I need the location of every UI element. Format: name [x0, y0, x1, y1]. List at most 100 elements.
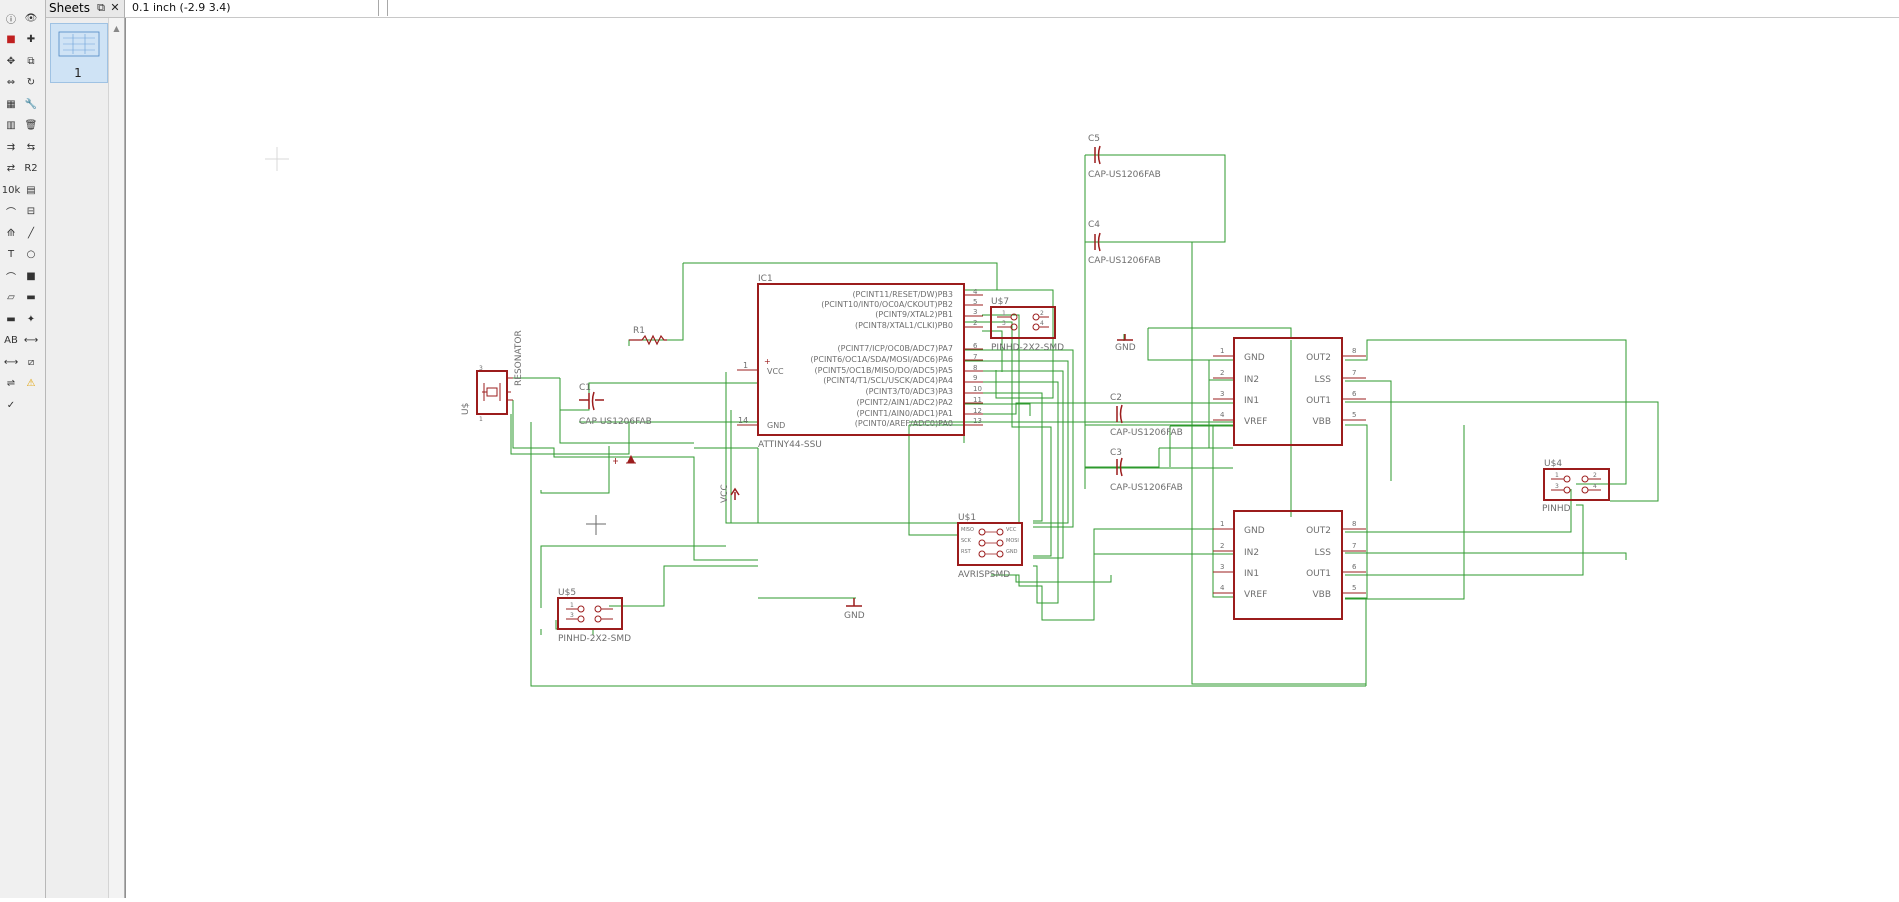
mark-icon[interactable]: ✚	[26, 34, 36, 45]
optimize-icon[interactable]: ⊟	[26, 206, 36, 217]
info-icon[interactable]: ⓘ	[6, 14, 16, 26]
ic1-pin-num: 10	[973, 385, 982, 393]
driver-pin-num: 8	[1352, 520, 1356, 528]
u1-name: U$1	[958, 513, 976, 523]
sheets-panel-header: Sheets ⧉ ✕	[46, 0, 124, 18]
u4-pin-3: 3	[1555, 483, 1559, 490]
copy-icon[interactable]: ⧉	[27, 55, 35, 67]
c3-part[interactable]: C3 CAP-US1206FAB	[1110, 448, 1183, 493]
u7-pin-2: 2	[1040, 310, 1044, 317]
ic1-pin-gnd: GND	[767, 421, 785, 430]
close-icon[interactable]: ✕	[110, 1, 120, 14]
c2-name: C2	[1110, 393, 1122, 403]
smash-icon[interactable]: ⟰	[6, 227, 16, 239]
label-icon[interactable]: AB	[4, 335, 18, 346]
net-icon[interactable]: ▬	[6, 313, 16, 325]
group-icon[interactable]: ▦	[6, 98, 16, 110]
rectangle-icon[interactable]: ■	[26, 270, 36, 282]
gnd-label-a: GND	[1115, 343, 1136, 353]
driver-pin-num: 6	[1352, 390, 1357, 398]
change-icon[interactable]: ▥	[6, 120, 16, 131]
driver-pin-name: LSS	[1315, 548, 1332, 558]
driver-pin-num: 2	[1220, 369, 1224, 377]
coordinate-bar: 0.1 inch (-2.9 3.4)	[125, 0, 1899, 18]
wrench-icon[interactable]: 🔧	[24, 98, 38, 110]
float-icon[interactable]: ⧉	[97, 1, 105, 14]
r1-part[interactable]: R1	[629, 326, 667, 346]
u5-part[interactable]: U$5 PINHD-2X2-SMD 1 3	[557, 588, 631, 644]
u4-part[interactable]: U$4 PINHD 1 3 2 4	[1542, 459, 1610, 514]
resonator-part[interactable]: U$ RESONATOR 3 1	[461, 330, 524, 423]
mirror-icon[interactable]: ⇔	[6, 77, 16, 88]
c2-value: CAP-US1206FAB	[1110, 428, 1183, 438]
attribute-icon[interactable]: ⟷	[23, 335, 39, 346]
split-icon[interactable]: ▤	[26, 184, 36, 196]
sheets-scrollbar[interactable]: ▲	[108, 18, 124, 898]
frame-icon[interactable]: ⧄	[27, 356, 35, 368]
u1-avrisp-part[interactable]: U$1 AVRISPSMD MISO SCK RST VCC MOSI GND	[957, 513, 1023, 580]
cursor-crosshair	[586, 515, 606, 535]
driver-pin-name: OUT2	[1306, 526, 1331, 536]
c5-part[interactable]: C5 CAP-US1206FAB	[1088, 134, 1161, 180]
driver-pin-num: 6	[1352, 563, 1357, 571]
driver-pin-num: 2	[1220, 542, 1224, 550]
gateswap-icon[interactable]: ⇌	[6, 378, 16, 389]
c1-part[interactable]: C1 CAP-US1206FAB	[579, 383, 652, 427]
sheets-panel: Sheets ⧉ ✕ 1 ▲	[46, 0, 125, 898]
layer-icon[interactable]: ■	[6, 34, 16, 45]
c2-part[interactable]: C2 CAP-US1206FAB	[1110, 393, 1183, 438]
ic1-pin-num: 13	[973, 417, 982, 425]
pinswap-icon[interactable]: ⇆	[26, 141, 36, 153]
rotate-icon[interactable]: ↻	[26, 77, 36, 88]
scroll-up-icon[interactable]: ▲	[113, 24, 120, 33]
driver-pin-name: VREF	[1244, 417, 1267, 427]
c4-value: CAP-US1206FAB	[1088, 256, 1161, 266]
u1-pin-gnd: GND	[1006, 549, 1018, 555]
u7-part[interactable]: U$7 PINHD-2X2-SMD 1 3 2 4	[990, 297, 1064, 353]
errors-icon[interactable]: ✓	[6, 399, 16, 411]
c4-part[interactable]: C4 CAP-US1206FAB	[1088, 220, 1161, 266]
ic1-pin-name: (PCINT10/INT0/OC0A/CKOUT)PB2	[821, 300, 953, 309]
miter-icon[interactable]: ⌒	[6, 208, 16, 219]
c5-name: C5	[1088, 134, 1100, 144]
ic1-pin-name: (PCINT4/T1/SCL/USCK/ADC4)PA4	[823, 376, 953, 385]
ic1-pin-num: 6	[973, 342, 978, 350]
ic1-pin-name: (PCINT0/AREF/ADC0)PA0	[855, 419, 953, 428]
driver-pin-num: 5	[1352, 411, 1356, 419]
u7-value: PINHD-2X2-SMD	[991, 343, 1064, 353]
c4-name: C4	[1088, 220, 1100, 230]
move-icon[interactable]: ✥	[6, 55, 16, 67]
delete-icon[interactable]: 🗑	[24, 120, 38, 131]
ic1-plus-icon: +	[764, 357, 771, 366]
driver-pin-name: OUT2	[1306, 353, 1331, 363]
ic1-pin-num: 4	[973, 288, 978, 296]
dimension-icon[interactable]: ⟷	[3, 356, 19, 368]
driver-pin-num: 7	[1352, 369, 1356, 377]
sheet-thumbnail[interactable]	[50, 23, 108, 83]
driver-pin-num: 3	[1220, 390, 1224, 398]
wire-icon[interactable]: ╱	[27, 227, 35, 239]
c1-value: CAP-US1206FAB	[579, 417, 652, 427]
ic1-pin-num: 8	[973, 364, 977, 372]
circle-icon[interactable]: ○	[26, 249, 36, 260]
eye-icon[interactable]: 👁	[24, 12, 38, 24]
ic1-pin-name: (PCINT6/OC1A/SDA/MOSI/ADC6)PA6	[810, 355, 953, 364]
value-icon[interactable]: 10k	[1, 184, 21, 196]
replace-icon[interactable]: ⇄	[6, 163, 16, 174]
driver-pin-name: IN2	[1244, 548, 1259, 558]
add-icon[interactable]: ⇉	[6, 141, 16, 153]
u1-pin-rst: RST	[961, 549, 972, 555]
text-icon[interactable]: T	[7, 249, 15, 260]
name-icon[interactable]: R2	[24, 163, 38, 174]
polygon-icon[interactable]: ▱	[7, 292, 15, 303]
junction-icon[interactable]: ✦	[26, 313, 36, 325]
bus-icon[interactable]: ▬	[26, 292, 36, 303]
arc-icon[interactable]: ⌒	[6, 272, 16, 284]
erc-icon[interactable]: ⚠	[26, 378, 36, 389]
